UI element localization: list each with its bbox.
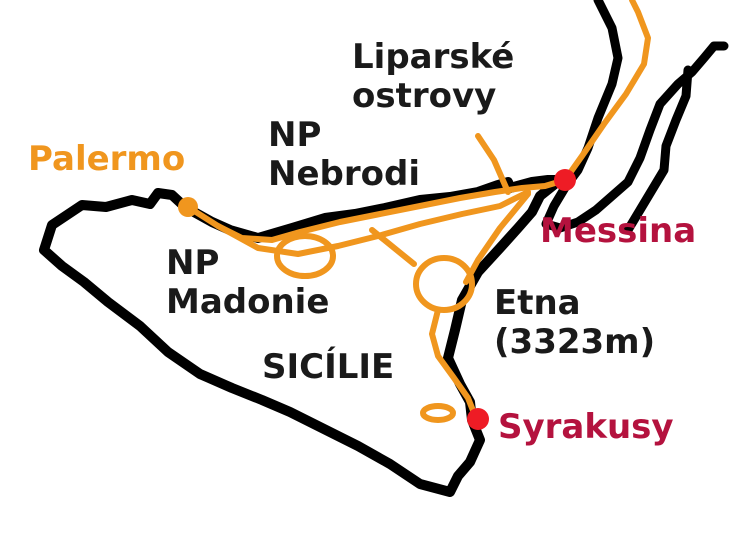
label-messina: Messina [540,211,697,251]
label-np-nebrodi: NP Nebrodi [268,115,420,194]
label-sicilie: SICÍLIE [262,347,395,387]
label-syrakusy: Syrakusy [498,407,674,447]
label-np-madonie: NP Madonie [166,243,330,322]
sicily-coastline [39,175,565,497]
syrakusy-marker [467,408,489,430]
palermo-marker [178,197,198,217]
tour-route [185,0,651,423]
label-etna: Etna (3323m) [494,283,656,362]
label-palermo: Palermo [28,139,186,179]
mainland-coastline [541,0,729,235]
messina-marker [554,169,576,191]
label-liparske-ostrovy: Liparské ostrovy [352,37,515,116]
